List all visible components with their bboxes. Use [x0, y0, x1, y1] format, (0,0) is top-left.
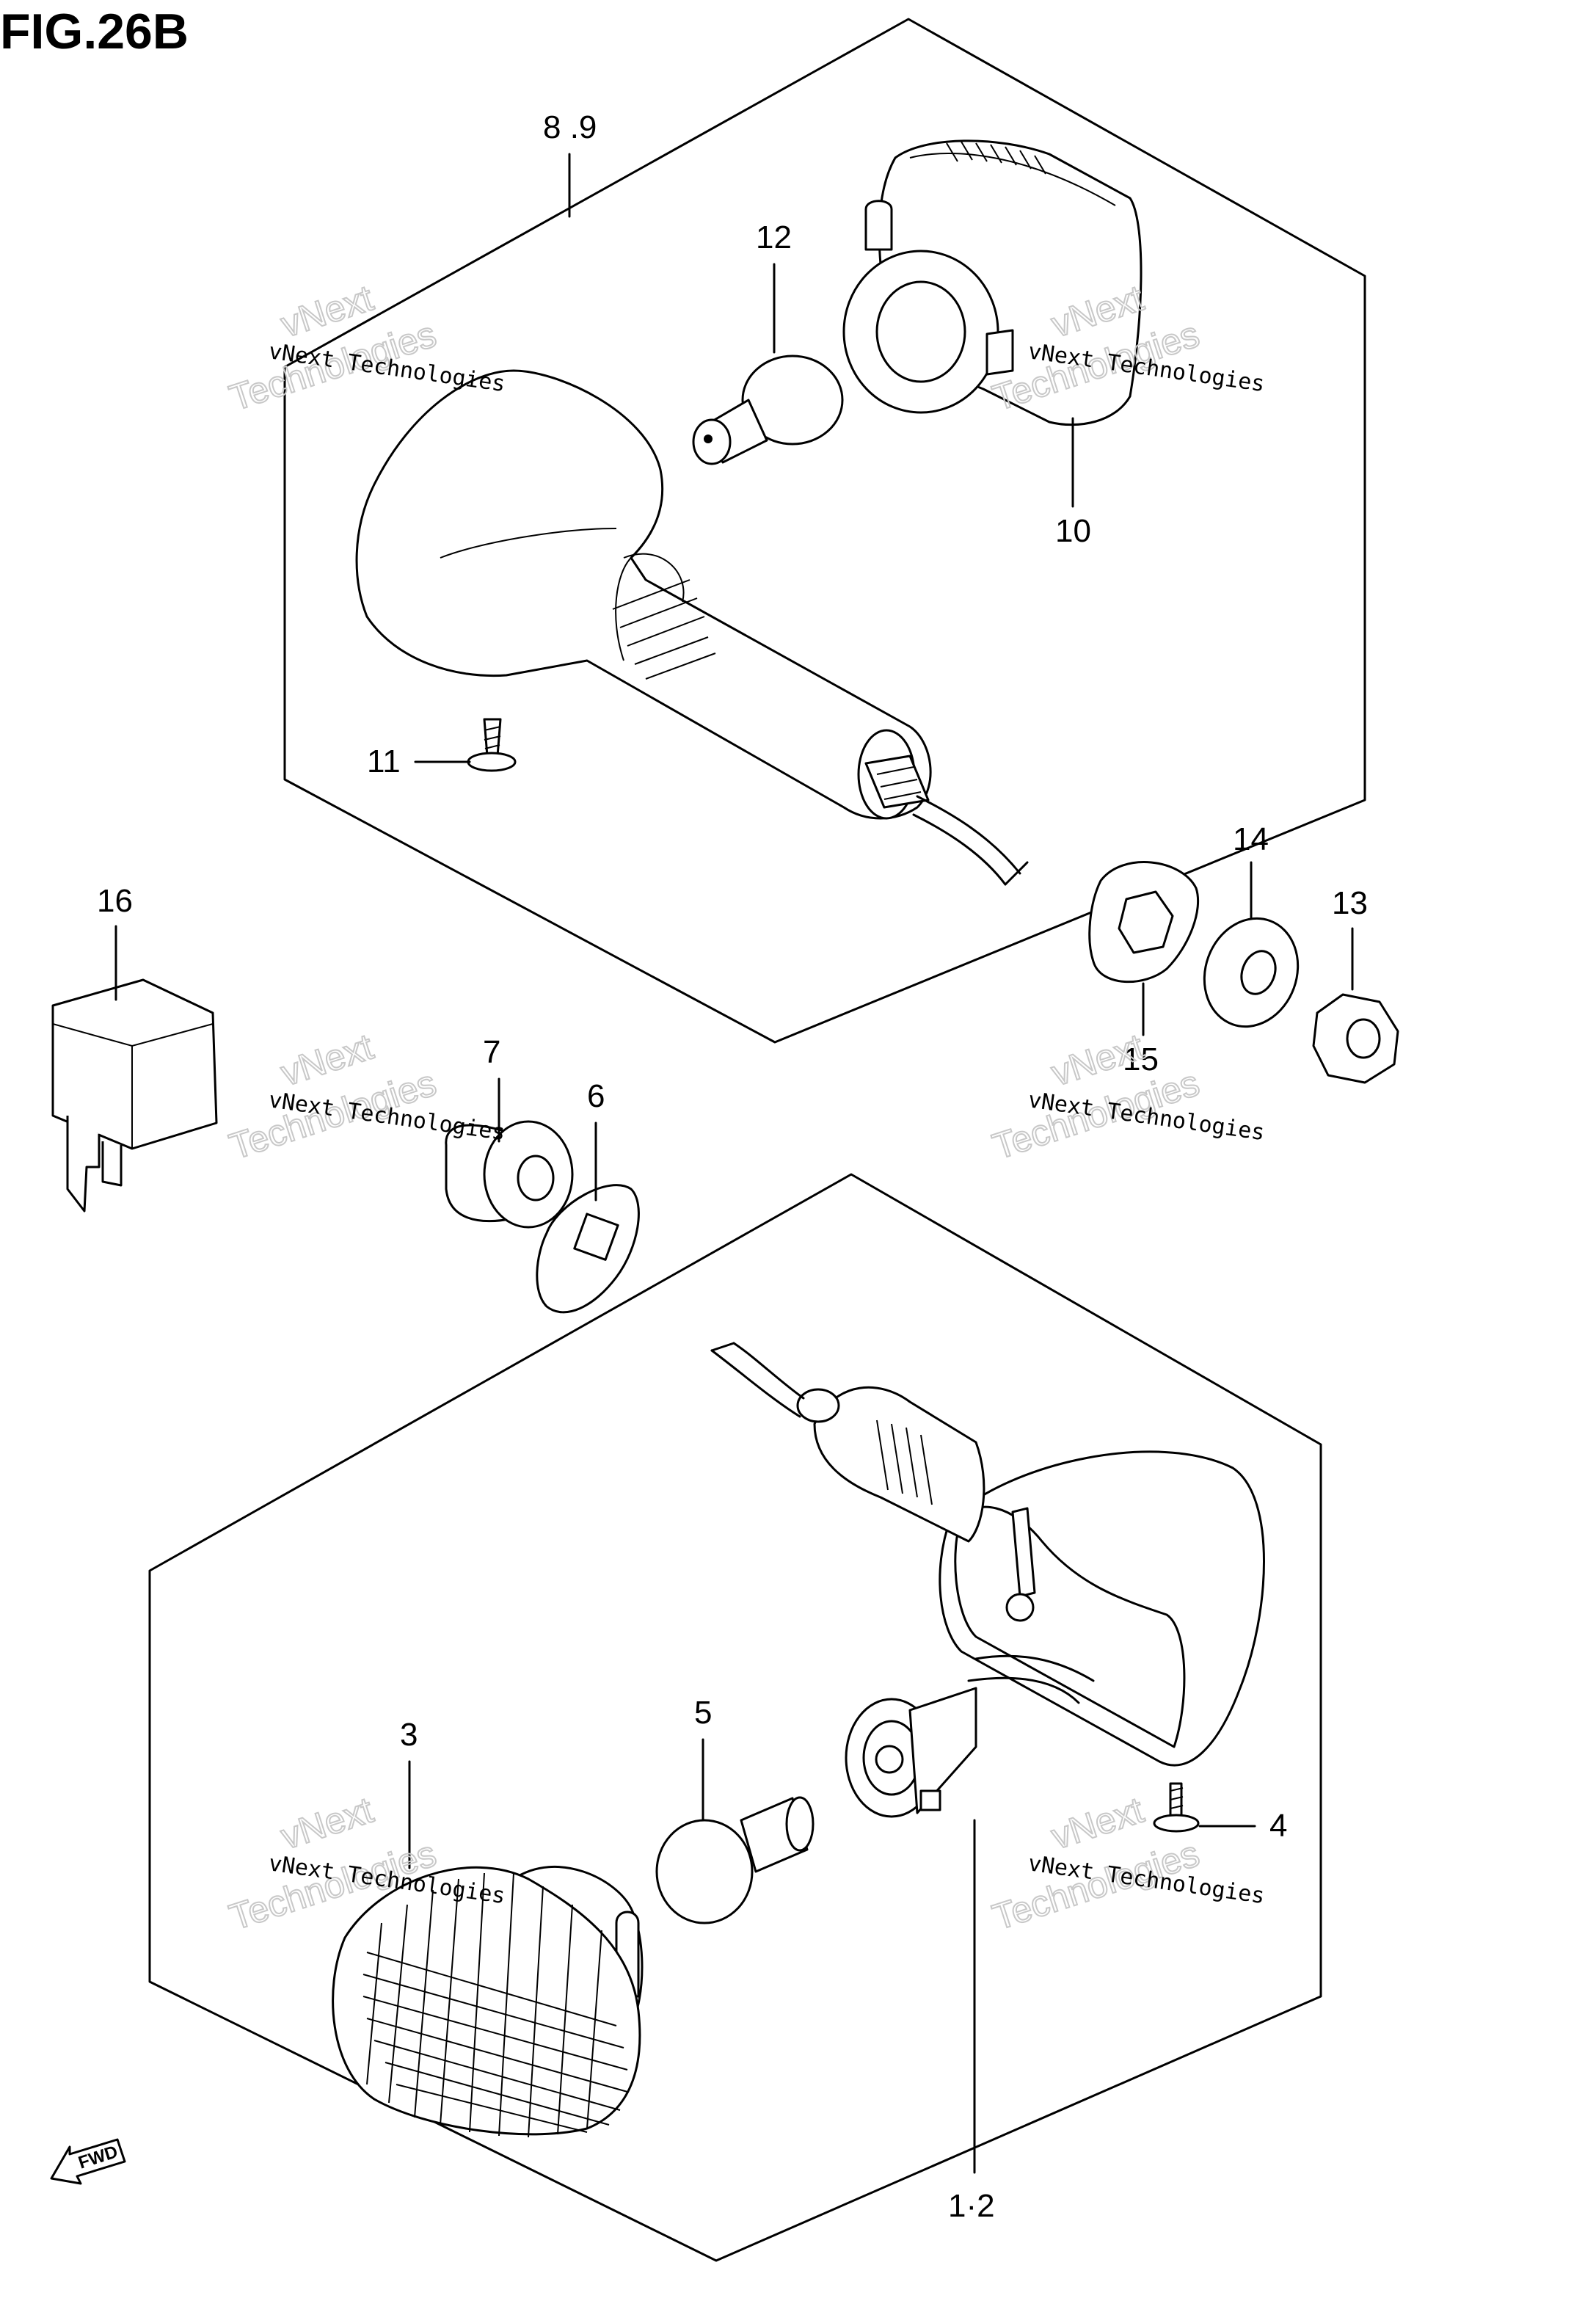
fwd-arrow-icon: FWD: [50, 2138, 126, 2185]
callout-5: 5: [694, 1695, 712, 1731]
callout-12: 12: [756, 219, 792, 255]
washer-14: [1203, 917, 1300, 1028]
upper-bulb: [692, 355, 844, 465]
lower-assembly-outline: [148, 1173, 1322, 2262]
rubber-washer-15: [1088, 861, 1200, 984]
callout-11: 11: [367, 744, 401, 779]
screw-4: [1153, 1782, 1200, 1833]
figure-title: FIG.26B: [0, 4, 189, 59]
lower-lamp-housing: [710, 1342, 1265, 1767]
upper-lens-housing: [842, 139, 1143, 426]
callout-13: 13: [1332, 885, 1368, 921]
callout-10: 10: [1055, 513, 1091, 549]
lower-socket: [845, 1654, 1095, 1818]
callout-3: 3: [400, 1717, 418, 1753]
callout-16: 16: [97, 883, 133, 919]
lens-grid: [362, 1872, 628, 2138]
relay-16: [51, 978, 218, 1213]
lower-lens-3: [332, 1866, 644, 2138]
screw-11: [467, 718, 517, 772]
collar-7: [445, 1120, 574, 1229]
svg-text:vNext: vNext: [276, 1789, 378, 1858]
callout-6: 6: [587, 1078, 605, 1114]
callout-4: 4: [1269, 1808, 1287, 1844]
callout-15: 15: [1123, 1042, 1159, 1077]
grommet-6: [536, 1184, 640, 1314]
nut-13: [1312, 993, 1399, 1084]
watermark-4: vNext Technologies vNext Technologies: [987, 1025, 1267, 1168]
callout-1-2: 1·2: [948, 2188, 995, 2224]
upper-assembly-outline: [283, 18, 1366, 1044]
watermark-6: vNext Technologies vNext Technologies: [987, 1789, 1267, 1939]
lower-bulb: [655, 1796, 815, 1924]
callout-7: 7: [483, 1034, 500, 1070]
callout-8-9: 8 .9: [543, 109, 597, 145]
svg-text:vNext: vNext: [1046, 1789, 1148, 1858]
callout-14: 14: [1233, 821, 1269, 857]
upper-lamp-housing: [355, 369, 1029, 886]
